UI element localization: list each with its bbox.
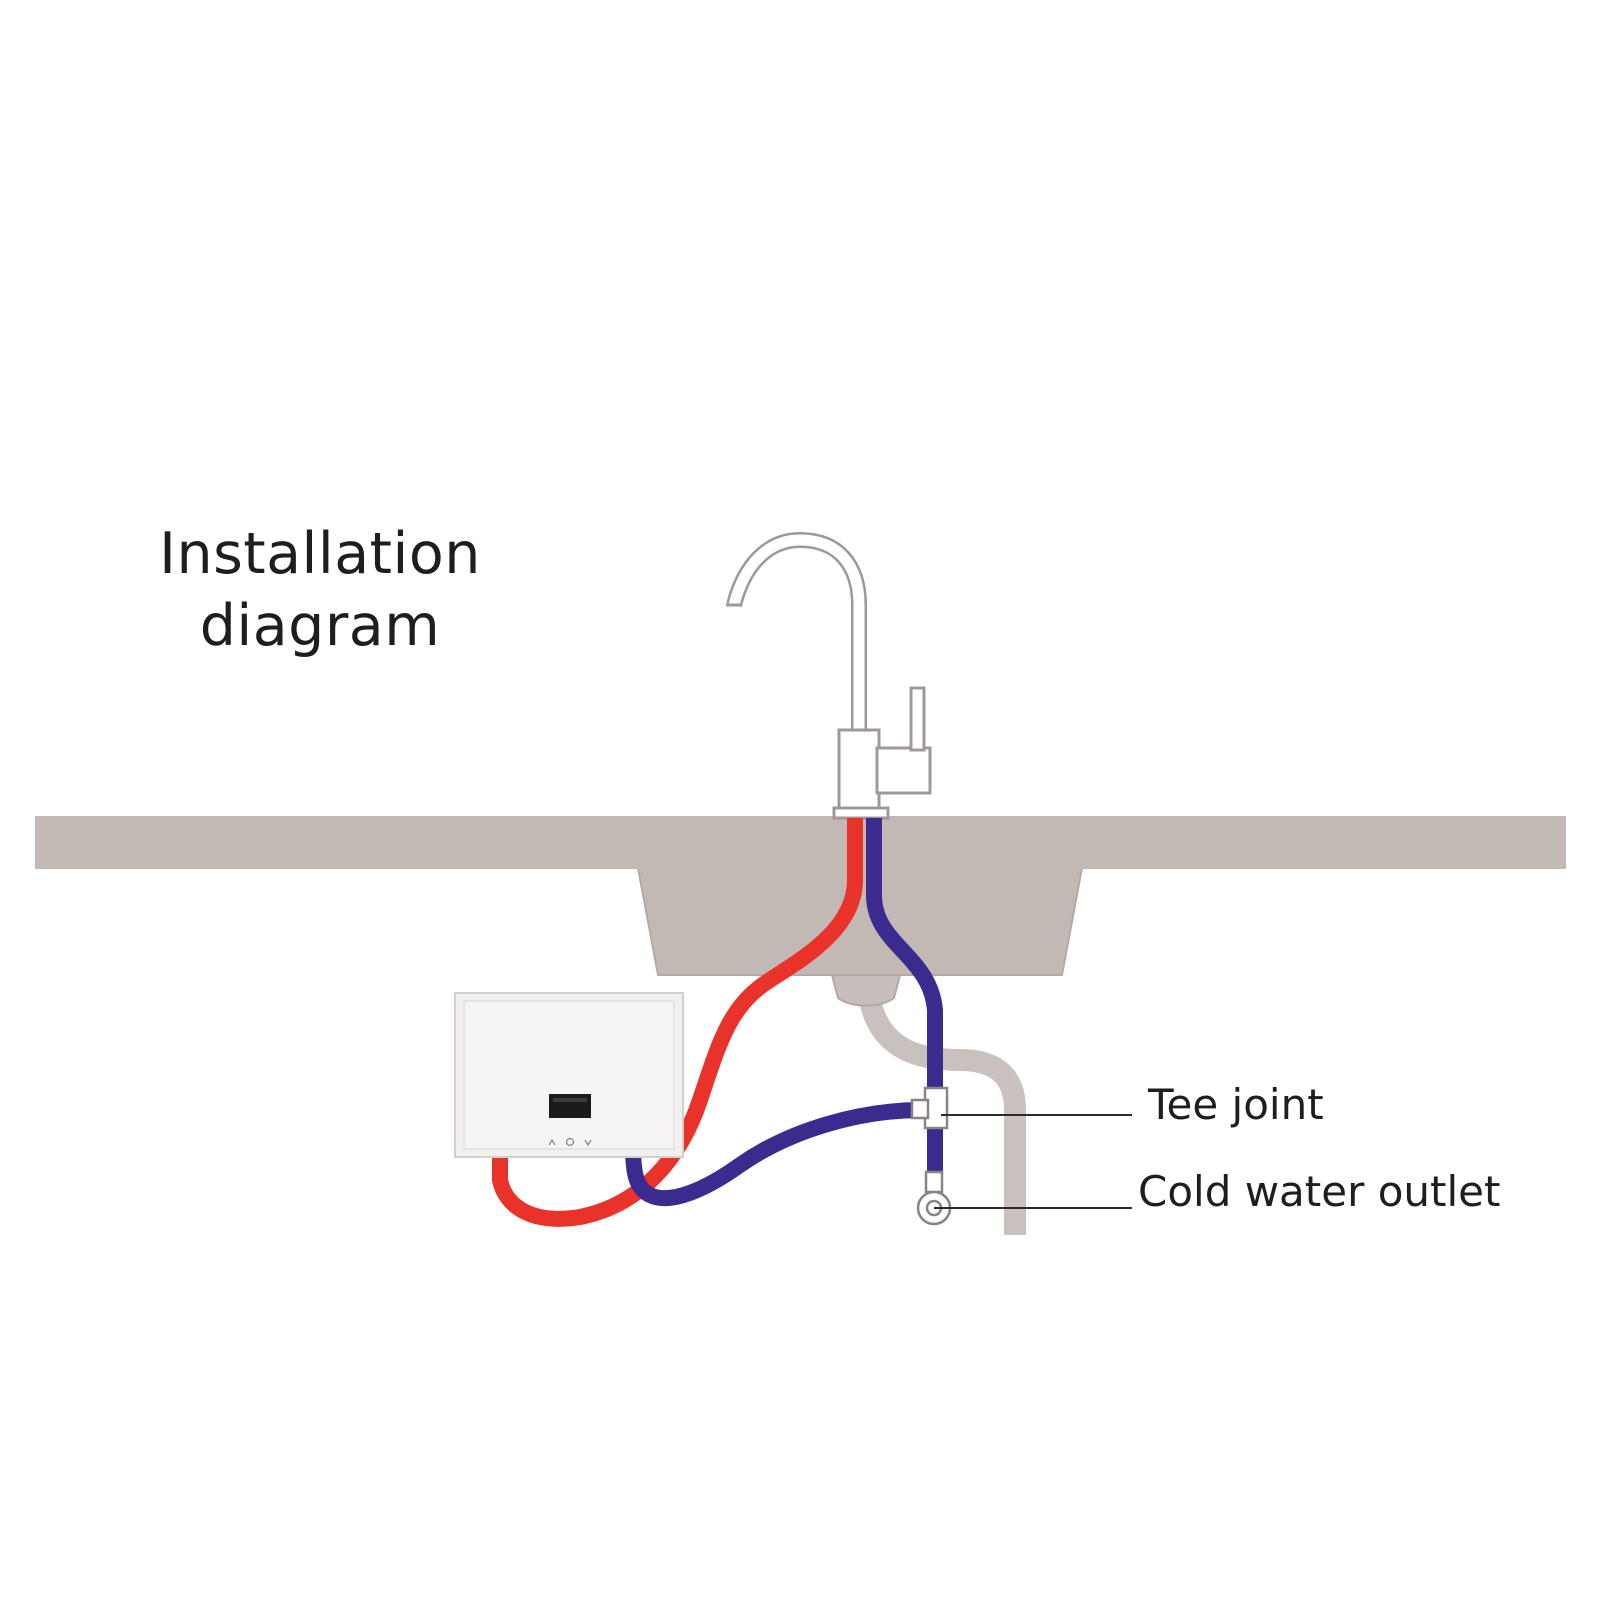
tee-joint-branch — [910, 1098, 930, 1120]
diagram-title: Installation diagram — [140, 518, 500, 662]
cold-water-pipe-to-heater — [625, 1102, 923, 1207]
cold-water-outlet-label: Cold water outlet — [1138, 1167, 1501, 1216]
faucet-body — [837, 728, 881, 812]
faucet-spout-inner — [728, 534, 865, 730]
temperature-up-icon — [548, 1138, 556, 1146]
faucet-handle-block — [875, 746, 932, 795]
water-heater — [454, 992, 684, 1158]
water-heater-display-glare — [553, 1098, 587, 1102]
faucet-lever — [909, 686, 926, 752]
faucet — [726, 531, 932, 820]
cold-water-pipe-upper — [866, 818, 943, 1090]
title-line-2: diagram — [199, 593, 441, 659]
temperature-down-icon — [584, 1139, 592, 1147]
hot-water-pipe — [492, 818, 863, 1227]
cold-water-outlet-valve — [916, 1170, 952, 1226]
power-icon — [565, 1137, 575, 1147]
water-heater-display — [549, 1094, 591, 1118]
title-line-1: Installation — [159, 521, 481, 587]
water-heater-panel — [463, 1000, 675, 1150]
tee-joint — [910, 1086, 949, 1130]
outlet-valve-stem — [924, 1170, 944, 1194]
drain-pipe — [859, 997, 1026, 1235]
faucet-base — [832, 806, 890, 820]
tee-joint-label: Tee joint — [1148, 1080, 1324, 1129]
countertop — [35, 816, 1566, 869]
sink-drain — [830, 974, 902, 1007]
